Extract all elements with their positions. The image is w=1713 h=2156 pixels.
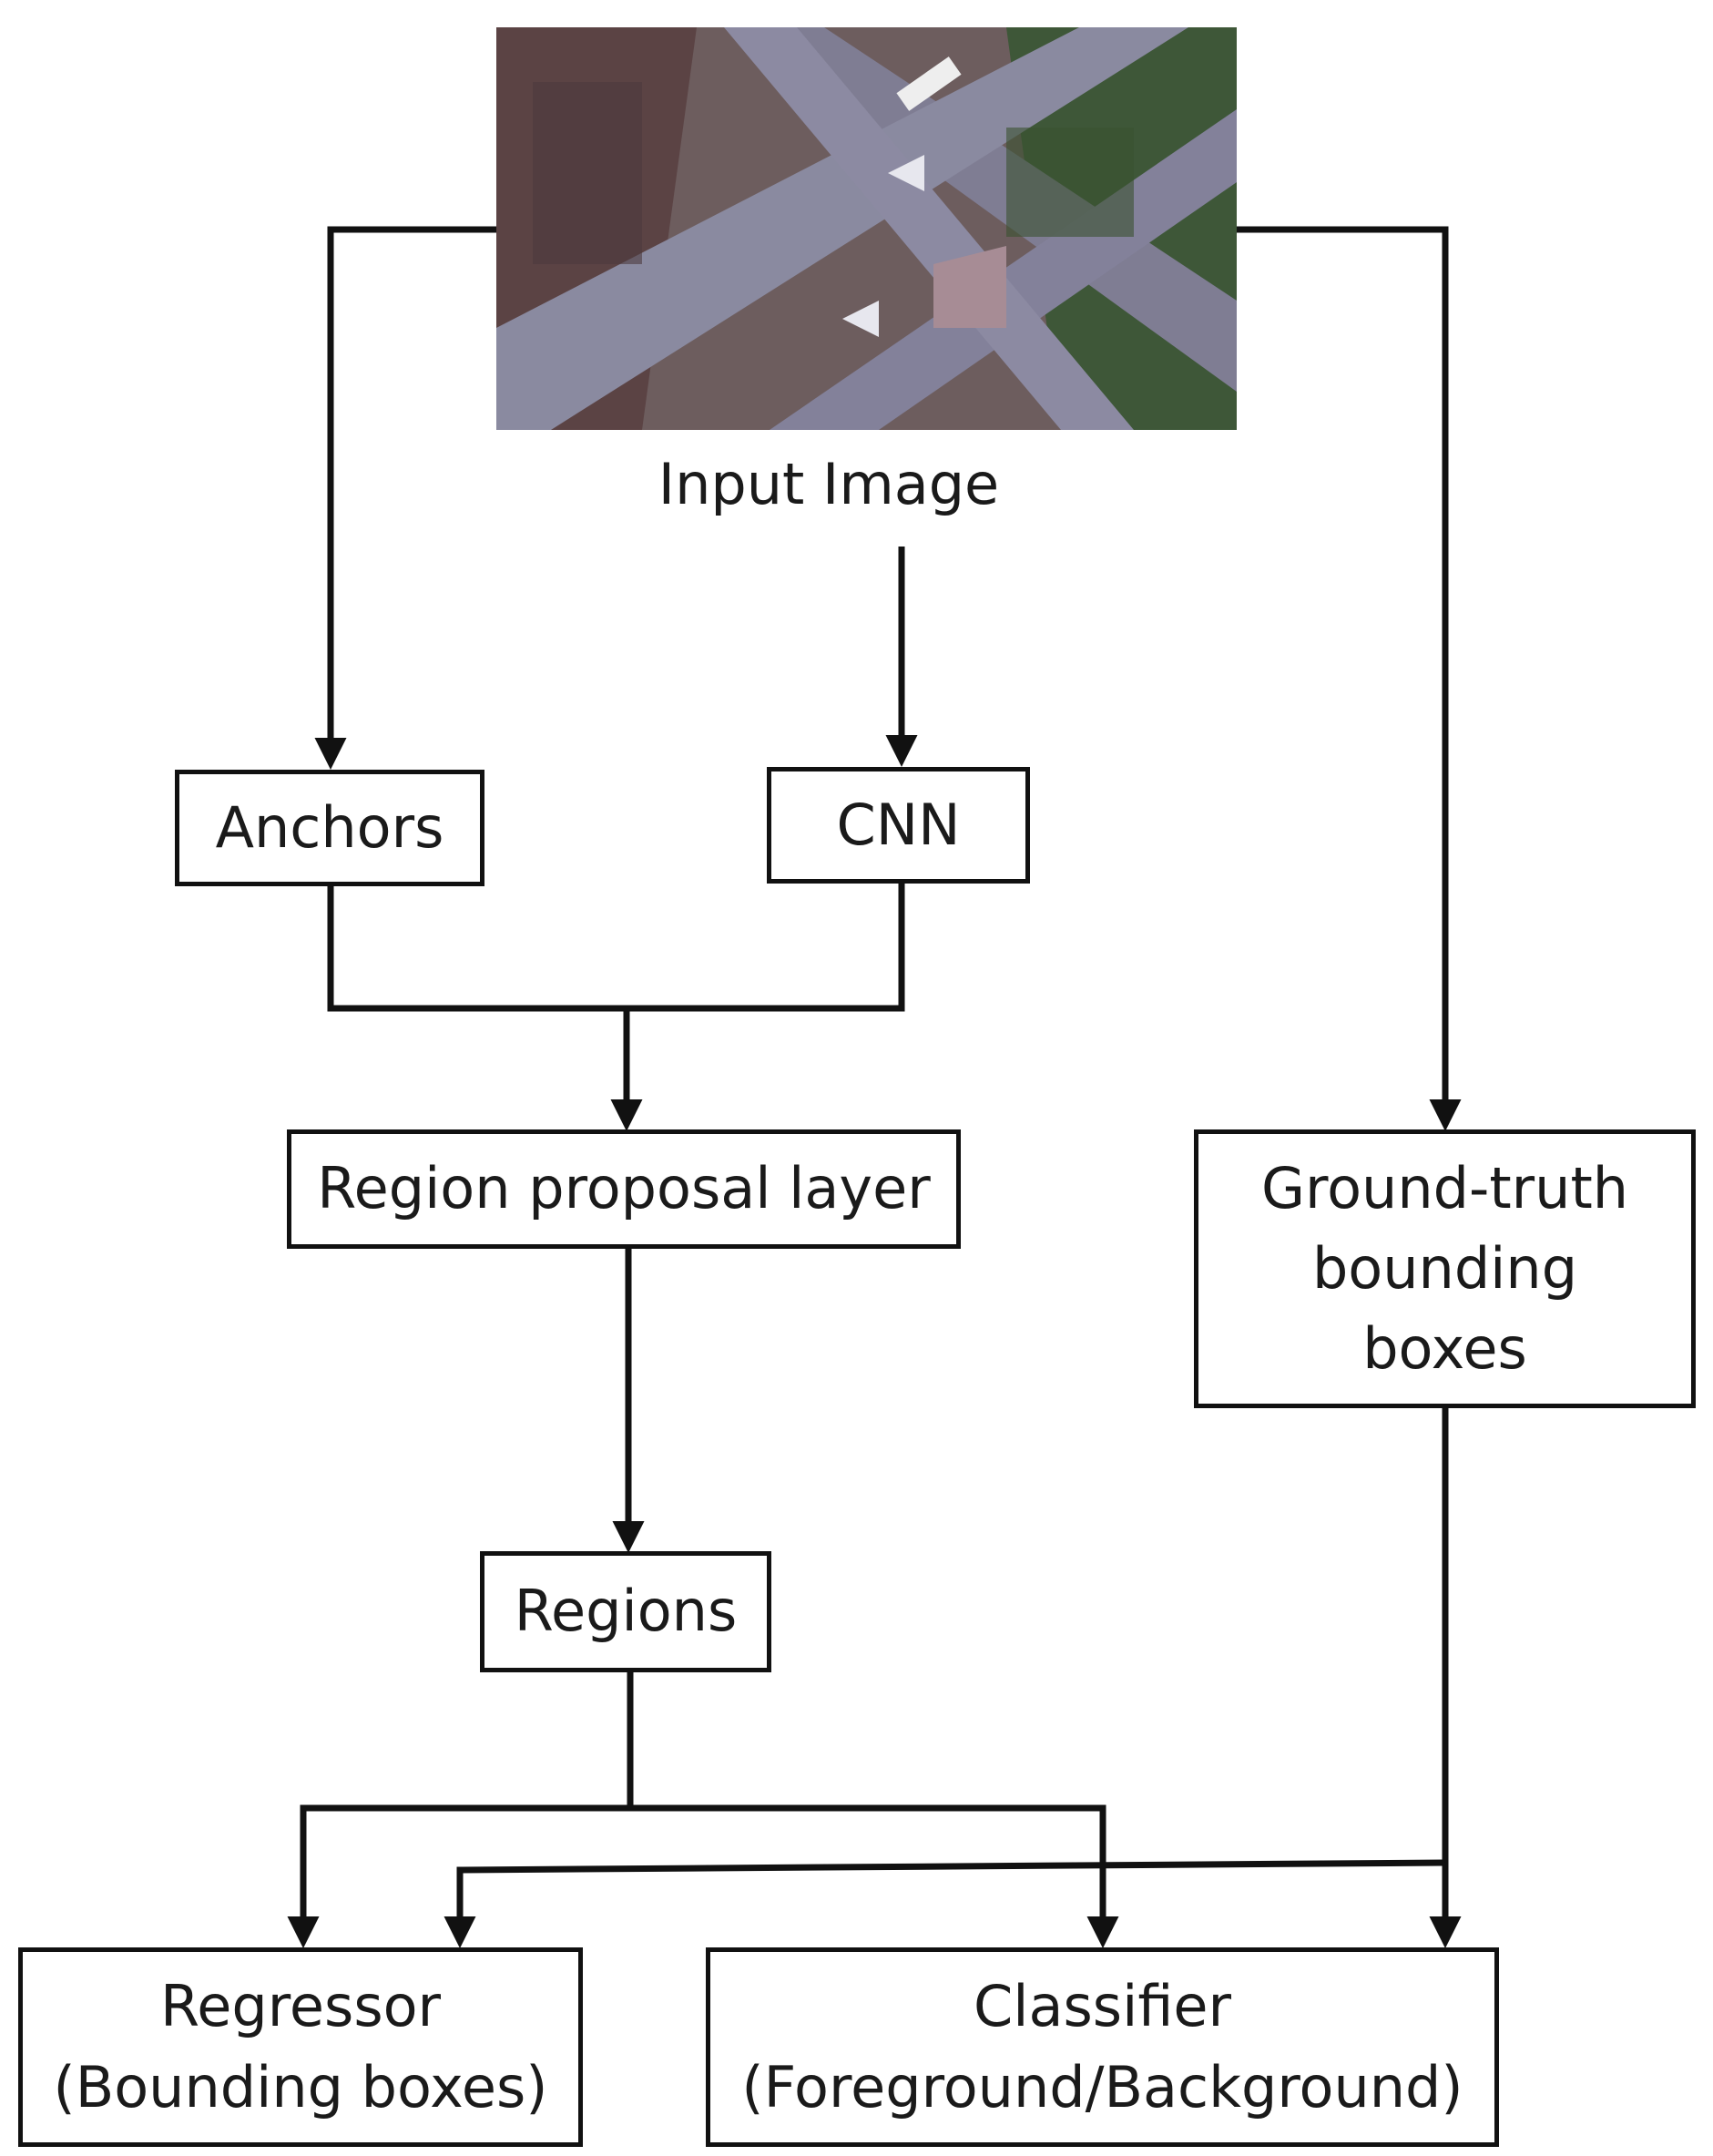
regressor-label-line-2: (Bounding boxes) [53, 2053, 548, 2120]
arrow-image-to-anchors [314, 226, 496, 770]
arrow-image-to-ground-truth [1237, 226, 1462, 1131]
arrow-regions-to-classifier [630, 1804, 1119, 1948]
arrow-regions-to-regressor [287, 1804, 630, 1948]
line-anchors-merge [327, 882, 905, 1012]
aerial-intersection-graphic [496, 27, 1237, 430]
region-proposal-layer-box: Region proposal layer [287, 1129, 961, 1249]
input-image [496, 27, 1237, 430]
input-image-caption: Input Image [658, 451, 1000, 517]
regressor-box: Regressor (Bounding boxes) [18, 1947, 583, 2147]
arrow-ground-truth-to-regressor [444, 1859, 1446, 1948]
classifier-label-line-1: Classifier [973, 1973, 1232, 2040]
ground-truth-label-line-2: bounding [1311, 1234, 1578, 1302]
cnn-box: CNN [767, 767, 1030, 884]
region-proposal-layer-label: Region proposal layer [317, 1155, 931, 1222]
regressor-label-line-1: Regressor [159, 1973, 442, 2040]
classifier-label-line-2: (Foreground/Background) [741, 2053, 1463, 2120]
anchors-box: Anchors [175, 770, 484, 886]
cnn-label: CNN [836, 791, 961, 858]
ground-truth-box: Ground-truth bounding boxes [1194, 1129, 1696, 1408]
classifier-box: Classifier (Foreground/Background) [706, 1947, 1499, 2147]
ground-truth-label-line-1: Ground-truth [1260, 1154, 1629, 1221]
regions-label: Regions [514, 1578, 738, 1645]
regions-box: Regions [480, 1551, 771, 1672]
ground-truth-label-line-3: boxes [1362, 1315, 1527, 1383]
anchors-label: Anchors [215, 793, 444, 861]
